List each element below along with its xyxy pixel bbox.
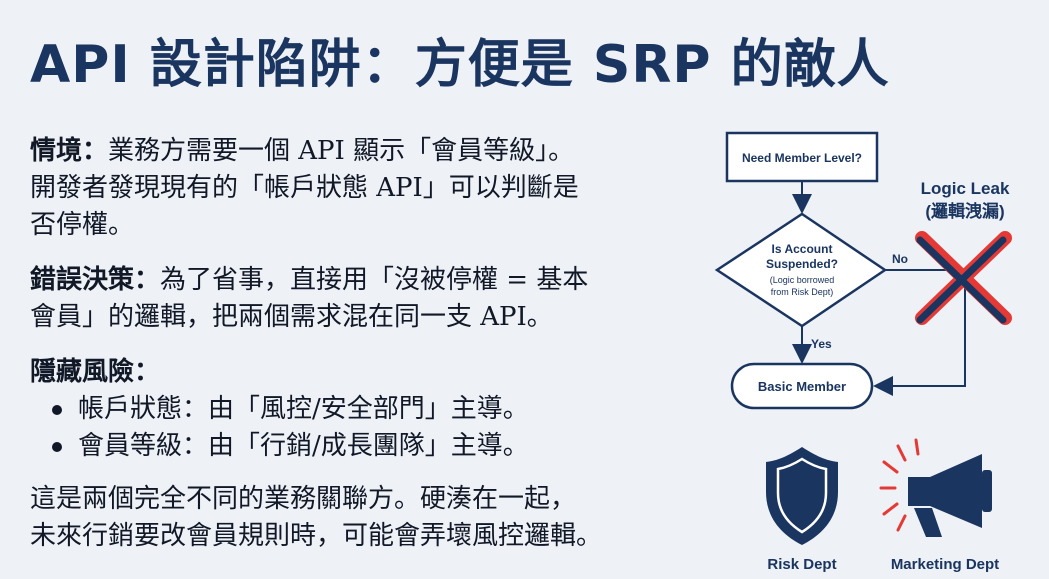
risk-list: 帳戶狀態：由「風控/安全部門」主導。 會員等級：由「行銷/成長團隊」主導。 [30,391,670,465]
closing-paragraph: 這是兩個完全不同的業務關聯方。硬湊在一起， 未來行銷要改會員規則時，可能會弄壞風… [30,481,670,555]
marketing-dept-label: Marketing Dept [891,556,999,573]
decision-paragraph: 錯誤決策：為了省事，直接用「沒被停權 = 基本 會員」的邏輯，把兩個需求混在同一… [30,262,670,336]
logic-leak-cross-icon [915,231,1012,325]
decision-note-line-2: from Risk Dept) [771,287,834,297]
closing-line-2: 未來行銷要改會員規則時，可能會弄壞風控邏輯。 [30,521,603,551]
megaphone-icon [908,454,992,537]
decision-note-line-1: (Logic borrowed [770,275,835,285]
end-box [730,362,874,410]
risk-bullet-membership: 會員等級：由「行銷/成長團隊」主導。 [52,428,670,465]
sound-burst-icon [879,438,920,532]
start-box-label: Need Member Level? [742,151,862,165]
no-branch-label: No [892,252,908,266]
decision-label-line-1: Is Account [772,242,833,256]
situation-line-2: 開發者發現現有的「帳戶狀態 API」可以判斷是 [30,173,579,203]
risk-dept-label: Risk Dept [767,556,836,573]
situation-label: 情境： [30,136,109,166]
decision-line-1: 為了省事，直接用「沒被停權 = 基本 [160,265,589,295]
page-title: API 設計陷阱：方便是 SRP 的敵人 [30,35,890,95]
decision-label-line-2: Suspended? [766,257,838,271]
flowchart-diagram: Need Member Level? Is Account Suspended?… [714,131,1012,573]
closing-line-1: 這是兩個完全不同的業務關聯方。硬湊在一起， [30,484,577,514]
risk-label: 隱藏風險： [30,357,161,387]
logic-leak-title: Logic Leak [921,179,1010,198]
no-branch-connector [873,269,966,396]
logic-leak-subtitle: (邏輯洩漏) [925,201,1004,221]
risk-bullet-account: 帳戶狀態：由「風控/安全部門」主導。 [52,391,670,428]
situation-line-3: 否停權。 [30,210,135,240]
start-box [725,131,879,183]
decision-label: 錯誤決策： [30,265,161,295]
shield-icon [766,447,838,545]
end-box-label: Basic Member [758,379,846,394]
situation-paragraph: 情境：業務方需要一個 API 顯示「會員等級」。 開發者發現現有的「帳戶狀態 A… [30,133,670,244]
risk-heading: 隱藏風險： [30,354,670,391]
explanation-text: 情境：業務方需要一個 API 顯示「會員等級」。 開發者發現現有的「帳戶狀態 A… [30,133,670,555]
decision-line-2: 會員」的邏輯，把兩個需求混在同一支 API。 [30,302,553,332]
situation-line-1: 業務方需要一個 API 顯示「會員等級」。 [108,136,575,166]
yes-branch-label: Yes [811,337,832,351]
